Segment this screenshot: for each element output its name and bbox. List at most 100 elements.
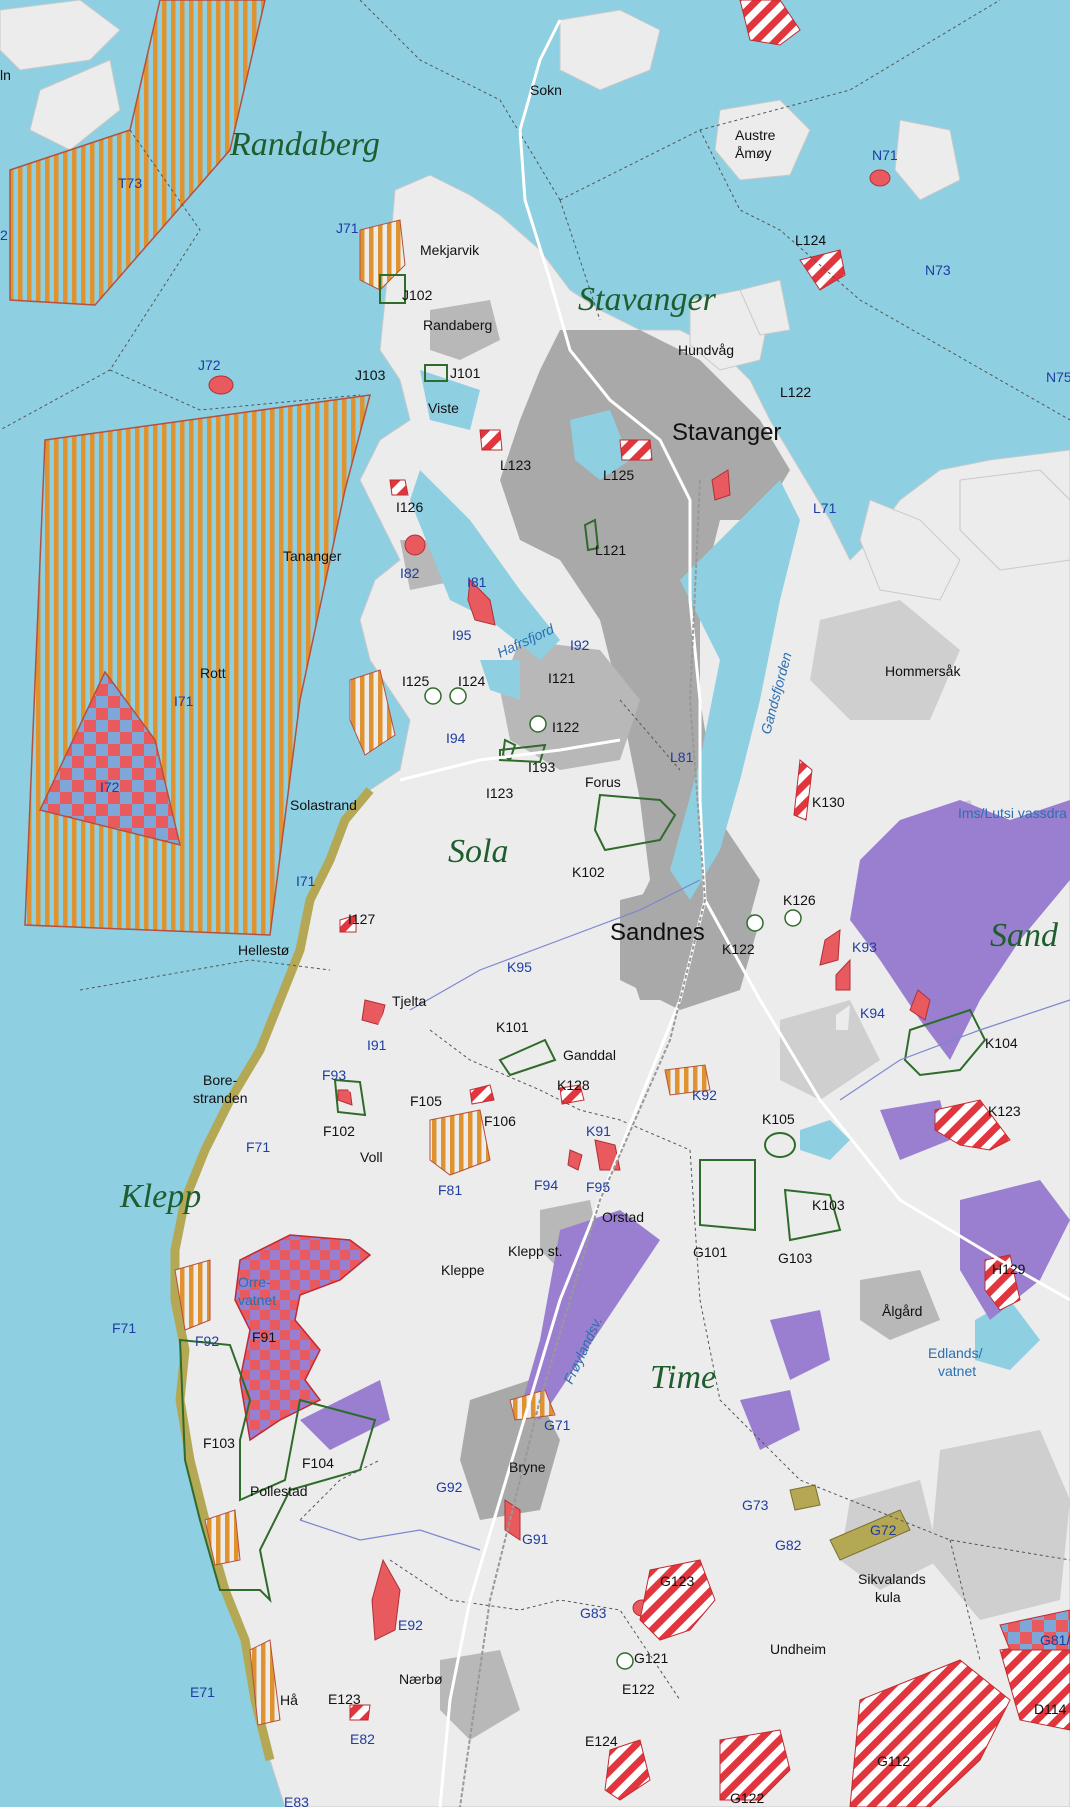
code-g71: G71 — [544, 1417, 571, 1433]
label-hundvag: Hundvåg — [678, 342, 734, 358]
code-e122: E122 — [622, 1681, 655, 1697]
code-g123: G123 — [660, 1573, 694, 1589]
zone-t73 — [9, 0, 266, 306]
label-algard: Ålgård — [882, 1303, 922, 1319]
code-g72: G72 — [870, 1522, 897, 1538]
label-sola-municipality: Sola — [448, 833, 508, 870]
island-e2 — [959, 469, 1070, 571]
code-l123: L123 — [500, 457, 531, 473]
code-g103: G103 — [778, 1250, 812, 1266]
code-i72: I72 — [100, 779, 120, 795]
label-bore: Bore- — [203, 1072, 238, 1088]
label-rott: Rott — [200, 665, 226, 681]
code-n75: N75 — [1046, 369, 1070, 385]
code-i71-b: I71 — [296, 873, 316, 889]
code-i71-a: I71 — [174, 693, 194, 709]
rail-line — [459, 479, 707, 1807]
code-k94: K94 — [860, 1005, 885, 1021]
code-t73: T73 — [118, 175, 142, 191]
code-e124: E124 — [585, 1733, 618, 1749]
zone-code-labels: T73 J71 J72 J102 J103 J101 N71 N73 N75 L… — [0, 67, 1070, 1807]
label-sandnes: Sandnes — [610, 919, 705, 946]
code-i125: I125 — [402, 673, 429, 689]
code-g112: G112 — [877, 1753, 910, 1769]
label-ims-lutsi: Ims/Lutsi vassdra — [958, 805, 1067, 821]
code-i127: I127 — [348, 911, 375, 927]
urban-narbo — [440, 1650, 520, 1740]
code-k93: K93 — [852, 939, 877, 955]
label-stranden: stranden — [193, 1090, 247, 1106]
code-f81: F81 — [438, 1182, 462, 1198]
code-g122: G122 — [730, 1790, 764, 1806]
code-f94: F94 — [534, 1177, 558, 1193]
zone-orrevatnet — [234, 1234, 372, 1442]
code-n73: N73 — [925, 262, 951, 278]
code-f105: F105 — [410, 1093, 442, 1109]
code-j101: J101 — [450, 365, 481, 381]
label-austre: Austre — [735, 127, 776, 143]
code-k122: K122 — [722, 941, 755, 957]
code-k104: K104 — [985, 1035, 1018, 1051]
code-i193: I193 — [528, 759, 555, 775]
code-e123: E123 — [328, 1691, 361, 1707]
label-time-municipality: Time — [650, 1359, 716, 1396]
urban-forus — [500, 640, 640, 770]
code-i126: I126 — [396, 499, 423, 515]
label-ganddal: Ganddal — [563, 1047, 616, 1063]
label-tjelta: Tjelta — [392, 993, 426, 1009]
code-f95: F95 — [586, 1179, 610, 1195]
label-kula: kula — [875, 1589, 901, 1605]
code-l121: L121 — [595, 542, 626, 558]
code-k123: K123 — [988, 1103, 1021, 1119]
hatched-zones — [339, 0, 1070, 1807]
label-klepp-municipality: Klepp — [119, 1178, 201, 1215]
code-f71-b: F71 — [112, 1320, 136, 1336]
label-sandnes-municipality: Sand — [990, 917, 1059, 954]
label-randaberg-municipality: Randaberg — [229, 126, 380, 163]
label-amoy: Åmøy — [735, 145, 772, 161]
rivers — [299, 879, 1070, 1551]
label-tananger: Tananger — [283, 548, 342, 564]
label-edlandsvatnet: vatnet — [938, 1363, 976, 1379]
label-edlands: Edlands/ — [928, 1345, 983, 1361]
label-ha: Hå — [280, 1692, 298, 1708]
place-labels: Sokn Austre Åmøy Mekjarvik Randaberg Hun… — [193, 82, 1067, 1708]
code-g83: G83 — [580, 1605, 607, 1621]
code-f106: F106 — [484, 1113, 516, 1129]
code-e83: E83 — [284, 1794, 309, 1807]
orange-stripe-zones — [174, 219, 711, 1726]
code-k105: K105 — [762, 1111, 795, 1127]
label-viste: Viste — [428, 400, 459, 416]
code-l124: L124 — [795, 232, 826, 248]
code-i82: I82 — [400, 565, 420, 581]
coast-strip — [170, 787, 374, 1762]
code-g82: G82 — [775, 1537, 802, 1553]
label-forus: Forus — [585, 774, 621, 790]
code-k101: K101 — [496, 1019, 529, 1035]
island-e1 — [859, 499, 961, 601]
zone-i72 — [38, 670, 182, 847]
label-bryne: Bryne — [509, 1459, 546, 1475]
code-i94: I94 — [446, 730, 466, 746]
code-2: 2 — [0, 227, 8, 243]
island-n75 — [894, 119, 961, 201]
label-randaberg: Randaberg — [423, 317, 492, 333]
urban-sandnes — [620, 880, 760, 1010]
label-kleppe: Kleppe — [441, 1262, 485, 1278]
code-i121: I121 — [548, 670, 575, 686]
code-j102: J102 — [402, 287, 433, 303]
label-sokn: Sokn — [530, 82, 562, 98]
label-solastrand: Solastrand — [290, 797, 357, 813]
code-f93: F93 — [322, 1067, 346, 1083]
code-e82: E82 — [350, 1731, 375, 1747]
code-f104: F104 — [302, 1455, 334, 1471]
code-g73: G73 — [742, 1497, 769, 1513]
code-k91: K91 — [586, 1123, 611, 1139]
zone-g73 — [789, 1484, 821, 1511]
urban-randaberg — [430, 300, 500, 360]
municipality-labels: Randaberg Stavanger Sola Sand Klepp Time — [119, 126, 1059, 1396]
code-g81: G81/ — [1040, 1632, 1070, 1648]
code-k130: K130 — [812, 794, 845, 810]
label-stavanger: Stavanger — [672, 419, 781, 446]
